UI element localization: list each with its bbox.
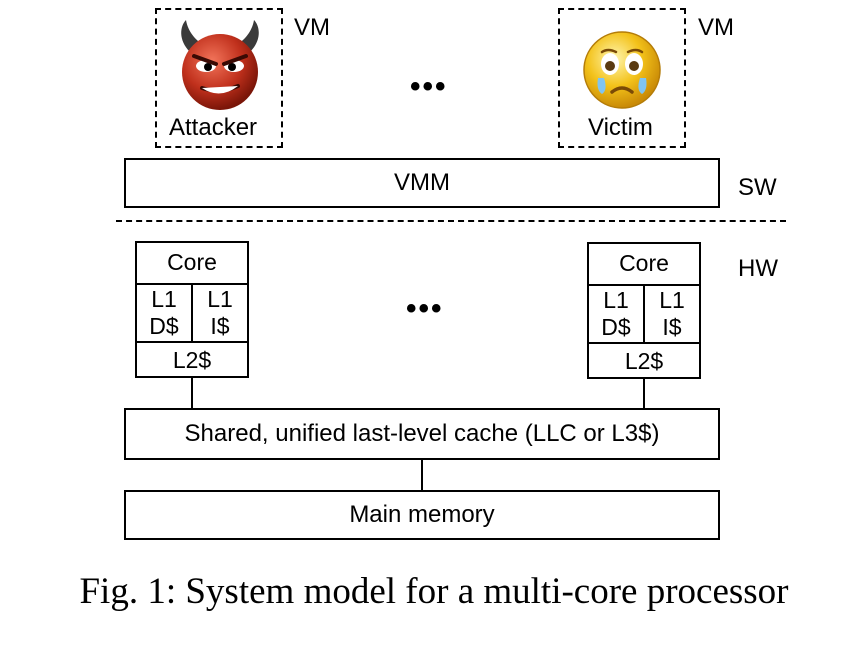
core-1: Core L1 D$ L1 I$ L2$ <box>135 241 249 378</box>
victim-vm-box <box>558 8 686 148</box>
llc-label: Shared, unified last-level cache (LLC or… <box>184 420 660 447</box>
l1i-line1: L1 <box>207 286 233 312</box>
l1d-line1: L1 <box>603 287 629 313</box>
attacker-label: Attacker <box>169 114 258 141</box>
hw-tag: HW <box>738 255 778 282</box>
core-1-llc-connector <box>191 378 193 408</box>
core-ellipsis: ••• <box>406 292 444 325</box>
l1d-line2: D$ <box>149 313 179 339</box>
victim-label: Victim <box>588 114 653 141</box>
core-label: Core <box>619 250 669 276</box>
main-memory-box: Main memory <box>124 490 720 540</box>
devil-face-icon <box>181 20 259 110</box>
sw-tag: SW <box>738 174 777 201</box>
vmm-box: VMM <box>124 158 720 208</box>
main-memory-label: Main memory <box>349 501 495 528</box>
attacker-vm-tag: VM <box>294 14 330 41</box>
l2-label: L2$ <box>172 347 212 373</box>
core-n: Core L1 D$ L1 I$ L2$ <box>587 242 701 379</box>
vmm-label: VMM <box>394 169 450 196</box>
l1i-line2: I$ <box>662 314 682 340</box>
vm-ellipsis: ••• <box>410 70 448 103</box>
figure-caption: Fig. 1: System model for a multi-core pr… <box>79 571 789 612</box>
attacker-vm-box <box>155 8 283 148</box>
core-n-llc-connector <box>643 379 645 408</box>
victim-vm-tag: VM <box>698 14 734 41</box>
llc-box: Shared, unified last-level cache (LLC or… <box>124 408 720 460</box>
l1d-line1: L1 <box>151 286 177 312</box>
core-label: Core <box>167 249 217 275</box>
l1d-line2: D$ <box>601 314 631 340</box>
l1i-line2: I$ <box>210 313 230 339</box>
crying-face-icon <box>583 31 661 109</box>
l1i-line1: L1 <box>659 287 685 313</box>
sw-hw-separator <box>116 220 786 222</box>
l2-label: L2$ <box>624 348 664 374</box>
llc-memory-connector <box>421 460 423 490</box>
